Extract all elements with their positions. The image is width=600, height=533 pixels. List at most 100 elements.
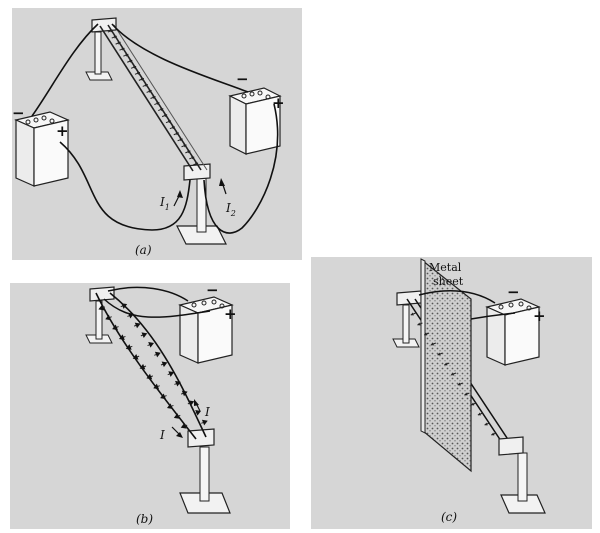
force-arrow-head xyxy=(491,432,495,436)
current-arrow-i2 xyxy=(219,178,227,195)
panel-a: − + − + I1 xyxy=(12,8,302,260)
panel-c-caption: (c) xyxy=(441,510,457,524)
force-arrow-head xyxy=(175,132,179,136)
battery-left-minus: − xyxy=(12,104,25,122)
force-arrow-head xyxy=(195,162,199,166)
force-arrow-head xyxy=(451,372,455,376)
battery-right-minus: − xyxy=(236,70,249,88)
panel-c-drawing: Metal sheet − + (c) xyxy=(392,258,546,524)
force-arrow-head xyxy=(191,156,195,160)
bottom-stand xyxy=(176,163,227,245)
force-arrow-head xyxy=(140,77,144,81)
panel-b: − + I I (b) xyxy=(10,283,290,529)
force-arrow-head xyxy=(417,322,421,326)
force-arrow-head xyxy=(180,423,187,429)
battery-b: − + xyxy=(178,283,237,364)
top-stand-b xyxy=(85,286,115,344)
force-arrow-head xyxy=(195,410,202,416)
force-arrows-b xyxy=(98,303,208,429)
force-arrow-head xyxy=(160,108,164,112)
bowed-wires xyxy=(95,292,208,440)
force-arrow-head xyxy=(179,138,183,142)
battery-c: − + xyxy=(485,283,546,366)
current-arrow-b-top xyxy=(194,399,201,412)
force-arrow-head xyxy=(125,344,132,350)
force-arrow-head xyxy=(146,373,153,380)
force-arrow-head xyxy=(156,102,160,106)
force-arrow-head xyxy=(144,83,148,87)
current-label-i1: I1 xyxy=(159,195,170,212)
force-arrow-head xyxy=(464,392,468,396)
force-arrow-head xyxy=(121,303,128,309)
sheet-label-line1: Metal xyxy=(429,261,462,274)
battery-b-minus: − xyxy=(206,283,219,299)
force-arrow-head xyxy=(424,332,428,336)
force-arrow-head xyxy=(105,314,112,321)
force-arrow-head xyxy=(410,312,414,316)
lead-wires-c xyxy=(418,290,516,320)
battery-left-plus: + xyxy=(56,122,69,140)
force-arrow-head xyxy=(117,41,121,45)
bottom-stand-c xyxy=(498,436,546,514)
force-arrow-head xyxy=(444,362,448,366)
force-arrow-head xyxy=(168,371,175,377)
current-arrow-b-bottom xyxy=(171,426,183,438)
force-arrow-head xyxy=(113,35,117,39)
force-arrow-head xyxy=(148,342,155,348)
top-stand-c xyxy=(392,290,422,348)
current-label-i2: I2 xyxy=(225,201,236,218)
force-arrow-head xyxy=(437,352,441,356)
force-arrow-head xyxy=(477,412,481,416)
battery-right: − + xyxy=(228,70,285,155)
force-arrow-head xyxy=(141,332,148,338)
battery-c-plus: + xyxy=(533,307,546,325)
force-arrow-head xyxy=(134,322,141,329)
force-arrow-head xyxy=(183,144,187,148)
force-arrow-head xyxy=(181,390,188,397)
force-arrow-head xyxy=(187,150,191,154)
force-arrow-head xyxy=(160,393,166,400)
force-arrow-head xyxy=(188,400,195,406)
panel-c: Metal sheet − + (c) xyxy=(311,257,592,529)
sheet-label-line2: sheet xyxy=(433,275,464,288)
force-arrow-head xyxy=(457,382,461,386)
force-arrow-head xyxy=(98,304,105,311)
force-arrow-head xyxy=(161,361,168,368)
force-arrow-head xyxy=(121,47,125,51)
panel-a-drawing: − + − + I1 xyxy=(12,17,285,257)
bottom-stand-b xyxy=(179,428,231,514)
force-arrow-head xyxy=(175,380,181,387)
force-arrow-head xyxy=(136,71,140,75)
force-arrow-head xyxy=(129,59,133,63)
force-arrow-head xyxy=(112,324,118,331)
force-arrow-head xyxy=(125,53,129,57)
force-arrow-head xyxy=(471,402,475,406)
force-arrow-head xyxy=(430,342,434,346)
battery-c-minus: − xyxy=(507,283,520,301)
force-arrow-head xyxy=(133,65,137,69)
panel-b-caption: (b) xyxy=(136,512,153,526)
current-arrow-i1 xyxy=(173,190,183,207)
force-arrow-head xyxy=(118,334,125,340)
panel-a-caption: (a) xyxy=(135,243,152,257)
battery-left: − + xyxy=(12,104,70,187)
force-arrow-head xyxy=(164,114,168,118)
force-arrow-head xyxy=(132,354,139,360)
force-arrow-head xyxy=(153,383,160,390)
panel-b-drawing: − + I I (b) xyxy=(85,283,237,526)
lead-wires-b xyxy=(103,286,211,318)
parallel-wires xyxy=(99,24,208,172)
force-arrow-head xyxy=(154,351,161,358)
force-arrows-a xyxy=(107,29,199,166)
force-arrow-head xyxy=(167,120,171,124)
current-label-b-bottom: I xyxy=(159,428,165,442)
force-arrow-head xyxy=(173,413,180,419)
current-label-b-top: I xyxy=(204,405,210,419)
force-arrows-c xyxy=(410,312,497,436)
force-arrow-head xyxy=(109,29,113,33)
battery-right-plus: + xyxy=(272,94,285,112)
lead-wires-a xyxy=(31,23,279,234)
force-arrow-head xyxy=(171,126,175,130)
battery-b-plus: + xyxy=(224,305,237,323)
force-arrow-head xyxy=(148,89,152,93)
